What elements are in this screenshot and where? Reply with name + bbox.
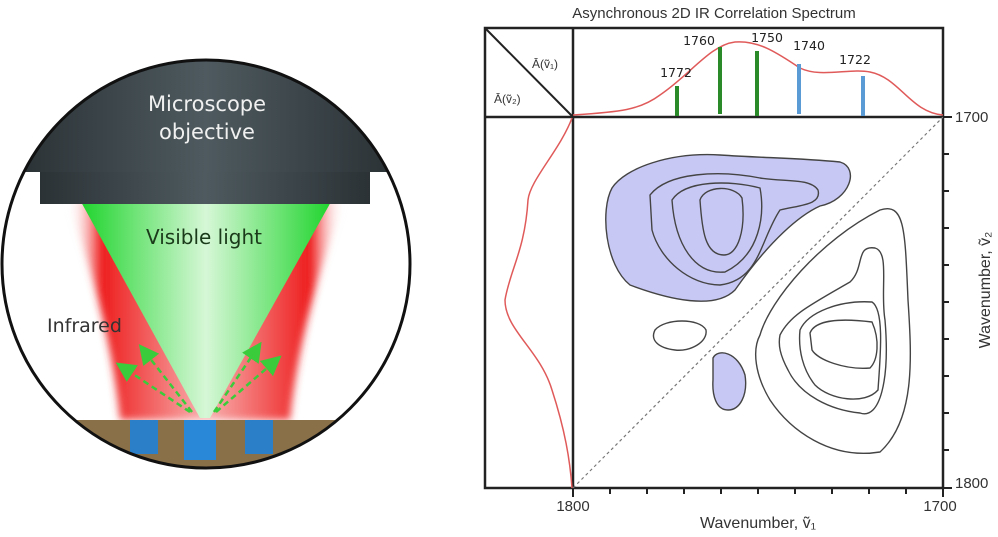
positive-cross-peaks xyxy=(652,208,912,454)
y-tick-1700: 1700 xyxy=(955,109,988,126)
x-axis-ticks xyxy=(572,488,944,497)
y-axis-label: Wavenumber, ṽ₂ xyxy=(977,232,994,349)
objective-label-line2: objective xyxy=(159,120,255,144)
microscope-diagram: Microscope objective Visible light Infra… xyxy=(0,58,412,470)
peak-label-1760: 1760 xyxy=(683,33,715,48)
peak-bar-1760 xyxy=(718,47,722,114)
peak-bar-1740 xyxy=(797,64,801,114)
x-tick-1800: 1800 xyxy=(556,498,589,515)
corner-label-top: Ā(ṽ₁) xyxy=(532,57,558,71)
microscope-illustration: Microscope objective Visible light Infra… xyxy=(0,0,430,532)
visible-beam xyxy=(80,200,332,418)
infrared-label: Infrared xyxy=(47,315,122,337)
objective-label-line1: Microscope xyxy=(148,92,266,116)
chart-frame xyxy=(483,26,945,490)
peak-bar-1722 xyxy=(861,76,865,116)
visible-light-label: Visible light xyxy=(146,225,262,249)
chart-title: Asynchronous 2D IR Correlation Spectrum xyxy=(572,5,855,22)
peak-label-1722: 1722 xyxy=(839,52,871,67)
y-axis-ticks xyxy=(943,116,952,489)
negative-cross-peaks xyxy=(605,153,851,411)
side-spectrum xyxy=(504,117,573,489)
peak-bar-1750 xyxy=(755,51,759,116)
y-tick-1800: 1800 xyxy=(955,475,988,492)
objective-lens-ring xyxy=(40,172,370,204)
correlation-chart: Asynchronous 2D IR Correlation Spectrum … xyxy=(470,0,998,532)
x-axis-label: Wavenumber, ṽ₁ xyxy=(700,515,816,532)
top-spectrum xyxy=(572,41,944,116)
sample-block-left xyxy=(130,420,158,454)
sample-block-right xyxy=(245,420,273,454)
corner-label-bottom: Ā(ṽ₂) xyxy=(494,92,521,106)
view-circle xyxy=(0,58,412,470)
peak-bar-1772 xyxy=(675,86,679,116)
peak-label-1740: 1740 xyxy=(793,38,825,53)
correlation-chart-svg: Asynchronous 2D IR Correlation Spectrum … xyxy=(483,5,994,532)
scatter-arrows xyxy=(115,341,282,414)
sample-block-center xyxy=(184,420,216,460)
x-tick-1700: 1700 xyxy=(923,498,956,515)
peak-label-1772: 1772 xyxy=(660,65,692,80)
peak-label-1750: 1750 xyxy=(751,30,783,45)
